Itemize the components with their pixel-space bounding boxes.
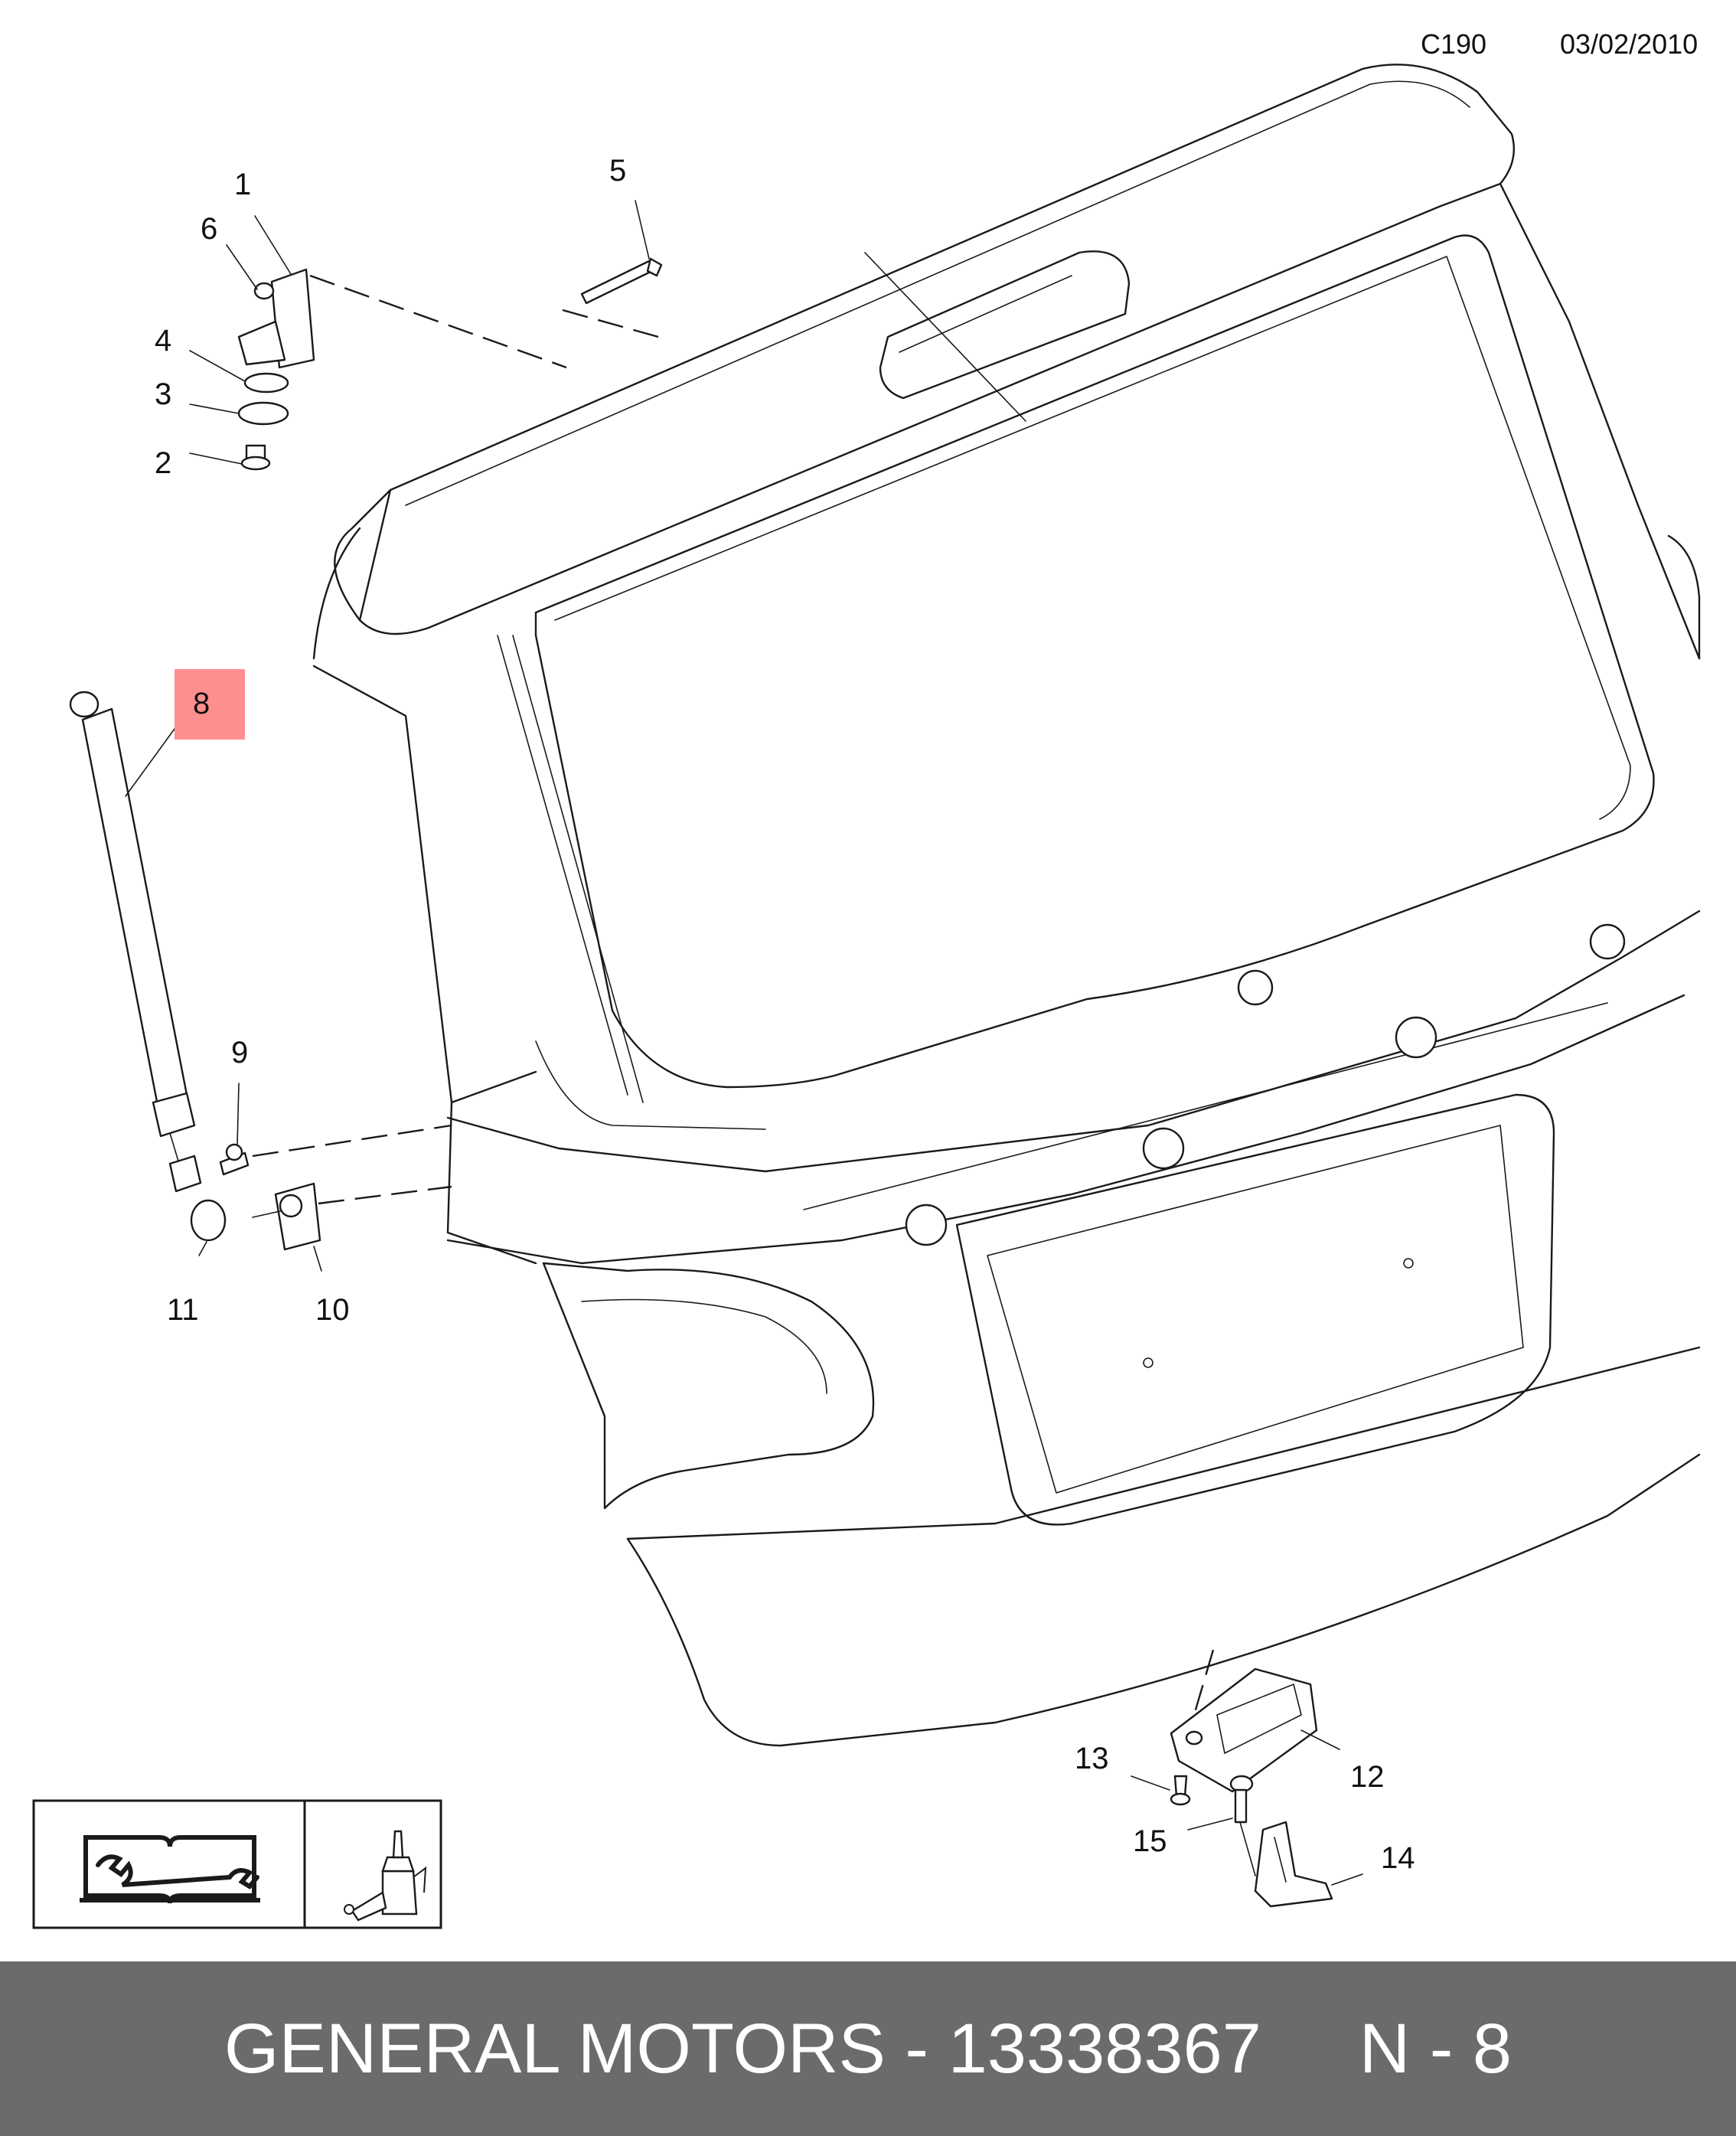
part-number-banner: GENERAL MOTORS - 13338367 N - 8 bbox=[0, 1961, 1736, 2136]
callout-12[interactable]: 12 bbox=[1350, 1760, 1385, 1794]
callout-14[interactable]: 14 bbox=[1381, 1841, 1415, 1875]
tailgate-panel bbox=[312, 64, 1701, 1747]
open-manual-wrench-icon bbox=[80, 1835, 260, 1904]
gas-strut-cylinder bbox=[81, 707, 188, 1107]
latch-part bbox=[1170, 1667, 1318, 1793]
hinge-washer-part bbox=[243, 372, 289, 394]
strut-bracket-part bbox=[274, 1182, 321, 1251]
callout-5[interactable]: 5 bbox=[609, 154, 626, 188]
legend-box bbox=[32, 1799, 442, 1929]
callout-15[interactable]: 15 bbox=[1133, 1824, 1167, 1858]
diagram-date: 03/02/2010 bbox=[1560, 28, 1698, 60]
hinge-nut-part bbox=[253, 282, 275, 300]
callout-9[interactable]: 9 bbox=[231, 1036, 248, 1070]
part-8-highlight[interactable] bbox=[175, 669, 245, 740]
hinge-spacer-part bbox=[237, 401, 289, 426]
latch-assembly bbox=[1131, 1649, 1363, 1908]
plug-part bbox=[190, 1199, 227, 1242]
striker-part bbox=[1254, 1821, 1333, 1908]
callout-11[interactable]: 11 bbox=[167, 1293, 199, 1327]
callout-13[interactable]: 13 bbox=[1075, 1742, 1109, 1775]
diagram-code: C190 bbox=[1421, 28, 1486, 60]
callout-3[interactable]: 3 bbox=[155, 377, 171, 411]
callout-2[interactable]: 2 bbox=[155, 446, 171, 480]
hinge-pin-part bbox=[580, 259, 657, 305]
ball-stud bbox=[219, 1083, 452, 1176]
hinge-assembly bbox=[189, 215, 567, 471]
callout-6[interactable]: 6 bbox=[201, 212, 217, 246]
callout-4[interactable]: 4 bbox=[155, 324, 171, 358]
callout-10[interactable]: 10 bbox=[315, 1293, 350, 1327]
callout-1[interactable]: 1 bbox=[234, 168, 251, 201]
adhesive-bottle-icon bbox=[344, 1830, 427, 1922]
gas-strut bbox=[69, 691, 202, 1193]
tailgate-exploded-diagram: C190 03/02/2010 bbox=[32, 28, 1701, 1929]
bolt-15-part bbox=[1234, 1788, 1248, 1824]
hinge-pin bbox=[562, 200, 663, 338]
callout-8[interactable]: 8 bbox=[193, 687, 210, 720]
strut-bracket bbox=[190, 1182, 452, 1272]
